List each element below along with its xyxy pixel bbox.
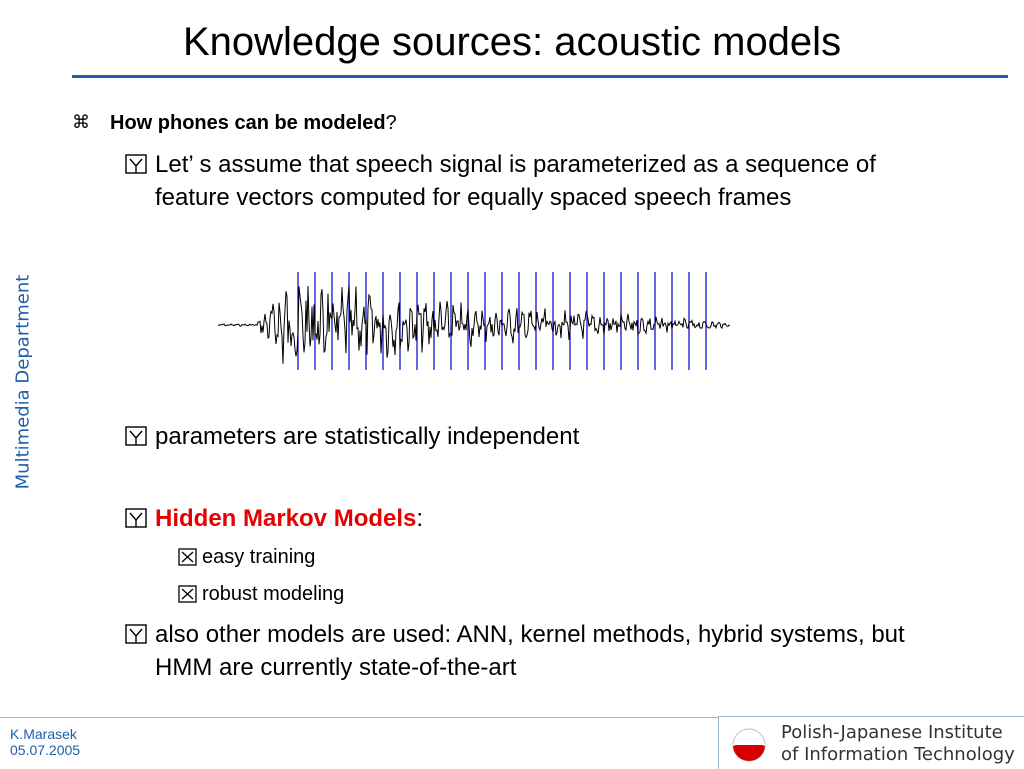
checked-box-icon bbox=[125, 508, 147, 528]
institute-line-2: of Information Technology bbox=[781, 744, 1015, 765]
bullet-easy-training-text: easy training bbox=[202, 546, 316, 568]
footer-divider bbox=[0, 717, 1024, 718]
bullet-robust-modeling-text: robust modeling bbox=[202, 583, 345, 605]
checked-box-icon bbox=[125, 426, 147, 446]
speech-waveform-figure bbox=[218, 272, 730, 370]
bullet-robust-modeling: robust modeling bbox=[178, 581, 344, 607]
bullet-how-phones-text: How phones can be modeled? bbox=[110, 110, 397, 136]
bullet-assumption-text: Let’ s assume that speech signal is para… bbox=[155, 151, 876, 211]
bullet-hmm-text: Hidden Markov Models: bbox=[155, 502, 925, 535]
title-divider bbox=[72, 75, 1008, 78]
footer-author: K.Marasek bbox=[10, 726, 77, 742]
bullet-assumption: Let’ s assume that speech signal is para… bbox=[125, 148, 925, 214]
checked-box-icon bbox=[125, 154, 147, 174]
command-key-icon: ⌘ bbox=[72, 112, 90, 133]
bullet-hmm: Hidden Markov Models: bbox=[125, 502, 925, 535]
crossed-box-icon bbox=[178, 548, 197, 566]
waveform-trace bbox=[218, 284, 730, 364]
institute-name: Polish-Japanese Institute of Information… bbox=[781, 722, 1015, 766]
institute-logo: Polish-Japanese Institute of Information… bbox=[718, 716, 1024, 769]
institute-emblem-icon bbox=[732, 728, 766, 762]
bullet-independence: parameters are statistically independent bbox=[125, 420, 925, 453]
bullet-how-phones-tail: ? bbox=[385, 112, 397, 134]
side-label-text: Multimedia Department bbox=[12, 274, 34, 490]
hmm-tail: : bbox=[416, 505, 424, 532]
bullet-other-models-text: also other models are used: ANN, kernel … bbox=[155, 621, 905, 681]
bullet-other-models: also other models are used: ANN, kernel … bbox=[125, 618, 925, 684]
page-title: Knowledge sources: acoustic models bbox=[182, 20, 842, 64]
institute-line-1: Polish-Japanese Institute bbox=[781, 722, 1003, 743]
bullet-easy-training: easy training bbox=[178, 544, 315, 570]
bullet-how-phones-bold: How phones can be modeled bbox=[110, 112, 386, 134]
footer-meta: K.Marasek 05.07.2005 bbox=[10, 726, 80, 758]
checked-box-icon bbox=[125, 624, 147, 644]
hmm-highlight: Hidden Markov Models bbox=[155, 505, 417, 532]
crossed-box-icon bbox=[178, 585, 197, 603]
bullet-independence-text: parameters are statistically independent bbox=[155, 423, 580, 450]
footer-date: 05.07.2005 bbox=[10, 742, 81, 758]
